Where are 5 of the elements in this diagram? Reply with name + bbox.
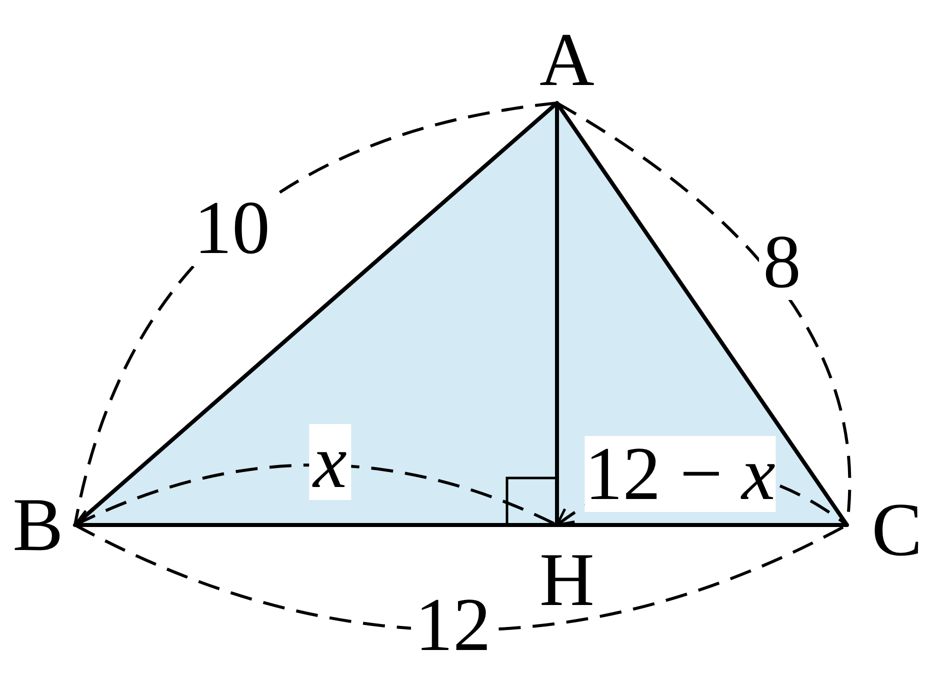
vertex-label: H <box>538 542 596 618</box>
vertex-label: B <box>12 487 64 563</box>
length-label: 12 − x <box>584 436 776 512</box>
vertex-label: C <box>870 492 924 568</box>
length-label: x <box>309 424 351 500</box>
